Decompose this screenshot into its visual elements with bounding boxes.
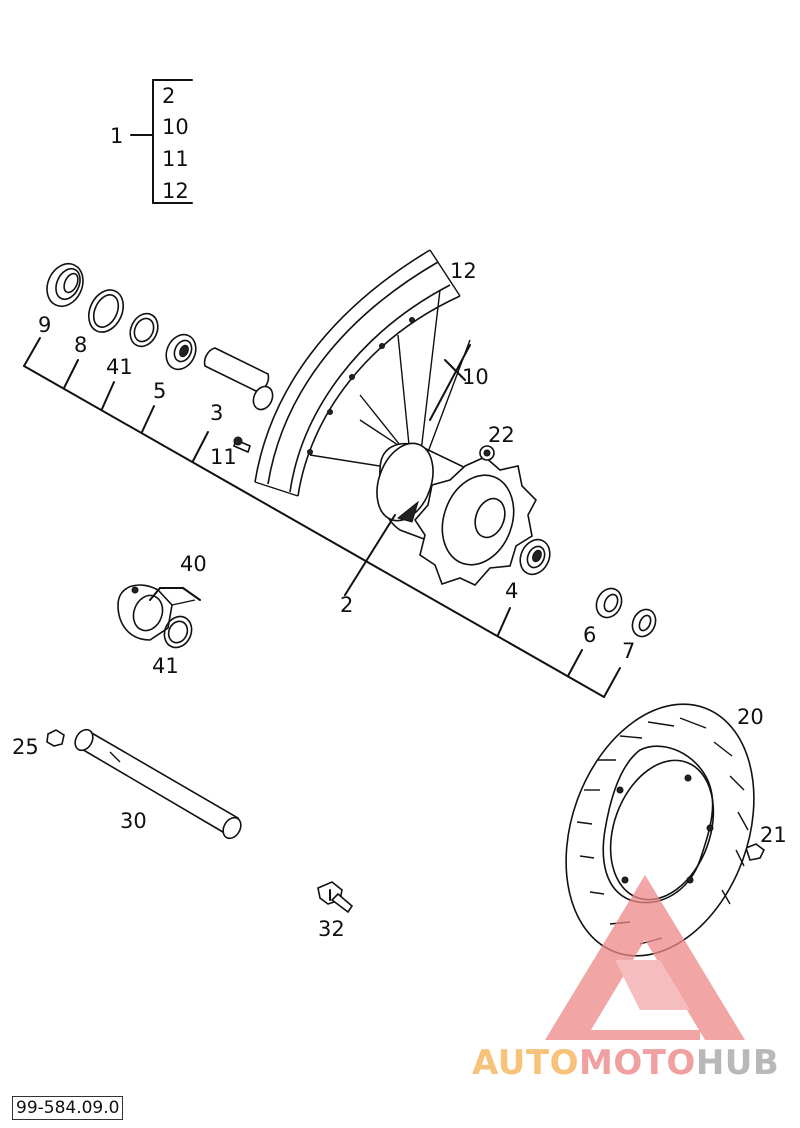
callout-labels: 12 10 9 8 41 5 3 11 22 2 4 40 41 6 7 20 … xyxy=(12,259,787,941)
callout-21: 21 xyxy=(760,823,787,847)
leader-lines xyxy=(329,344,471,901)
wheel-hub-part-2 xyxy=(376,442,537,586)
assembly-child-label: 10 xyxy=(162,115,189,139)
speedometer-drive-part-40 xyxy=(117,584,196,641)
spoke-nipple-part-11 xyxy=(233,436,251,454)
seal-part-6 xyxy=(595,587,623,619)
axle-nut-part-25 xyxy=(46,729,65,747)
nut-part-22 xyxy=(479,445,495,461)
callout-41-bottom: 41 xyxy=(152,654,179,678)
reference-axis-line xyxy=(23,337,621,698)
assembly-child-label: 11 xyxy=(162,147,189,171)
watermark-hub: HUB xyxy=(695,1043,780,1083)
spacer-tube-part-3 xyxy=(203,347,274,411)
callout-10: 10 xyxy=(462,365,489,389)
callout-4: 4 xyxy=(505,579,518,603)
bolt-part-21 xyxy=(745,843,766,861)
callout-30: 30 xyxy=(120,809,147,833)
watermark-logo xyxy=(545,875,745,1040)
assembly-parent-label: 1 xyxy=(110,124,123,148)
callout-40: 40 xyxy=(180,552,207,576)
axle-part-30 xyxy=(74,728,242,840)
watermark-wordmark: AUTOMOTOHUB xyxy=(472,1040,792,1086)
callout-41-top: 41 xyxy=(106,355,133,379)
callout-32: 32 xyxy=(318,917,345,941)
assembly-child-label: 2 xyxy=(162,84,175,108)
callout-11: 11 xyxy=(210,445,237,469)
assembly-list: 1 2 10 11 12 xyxy=(110,79,193,204)
assembly-child-label: 12 xyxy=(162,179,189,203)
callout-9: 9 xyxy=(38,313,51,337)
callout-6: 6 xyxy=(583,623,596,647)
callout-5: 5 xyxy=(153,379,166,403)
bolt-part-32 xyxy=(317,881,354,914)
wheel-rim-part-12 xyxy=(254,249,461,497)
callout-2: 2 xyxy=(340,593,353,617)
callout-25: 25 xyxy=(12,735,39,759)
callout-22: 22 xyxy=(488,423,515,447)
callout-20: 20 xyxy=(737,705,764,729)
o-ring-part-8 xyxy=(87,289,125,333)
watermark-moto: MOTO xyxy=(578,1043,696,1083)
diagram-reference-code: 99-584.09.0 xyxy=(12,1096,124,1120)
callout-3: 3 xyxy=(210,401,223,425)
callout-8: 8 xyxy=(74,333,87,357)
callout-12: 12 xyxy=(450,259,477,283)
bearing-part-5 xyxy=(165,333,197,371)
seal-part-9 xyxy=(46,263,84,307)
watermark-auto: AUTO xyxy=(472,1043,579,1083)
bearing-part-4 xyxy=(519,538,551,576)
spacer-part-7 xyxy=(631,608,657,638)
callout-7: 7 xyxy=(622,639,635,663)
circlip-part-41-lower xyxy=(163,615,193,649)
circlip-part-41 xyxy=(129,312,159,348)
